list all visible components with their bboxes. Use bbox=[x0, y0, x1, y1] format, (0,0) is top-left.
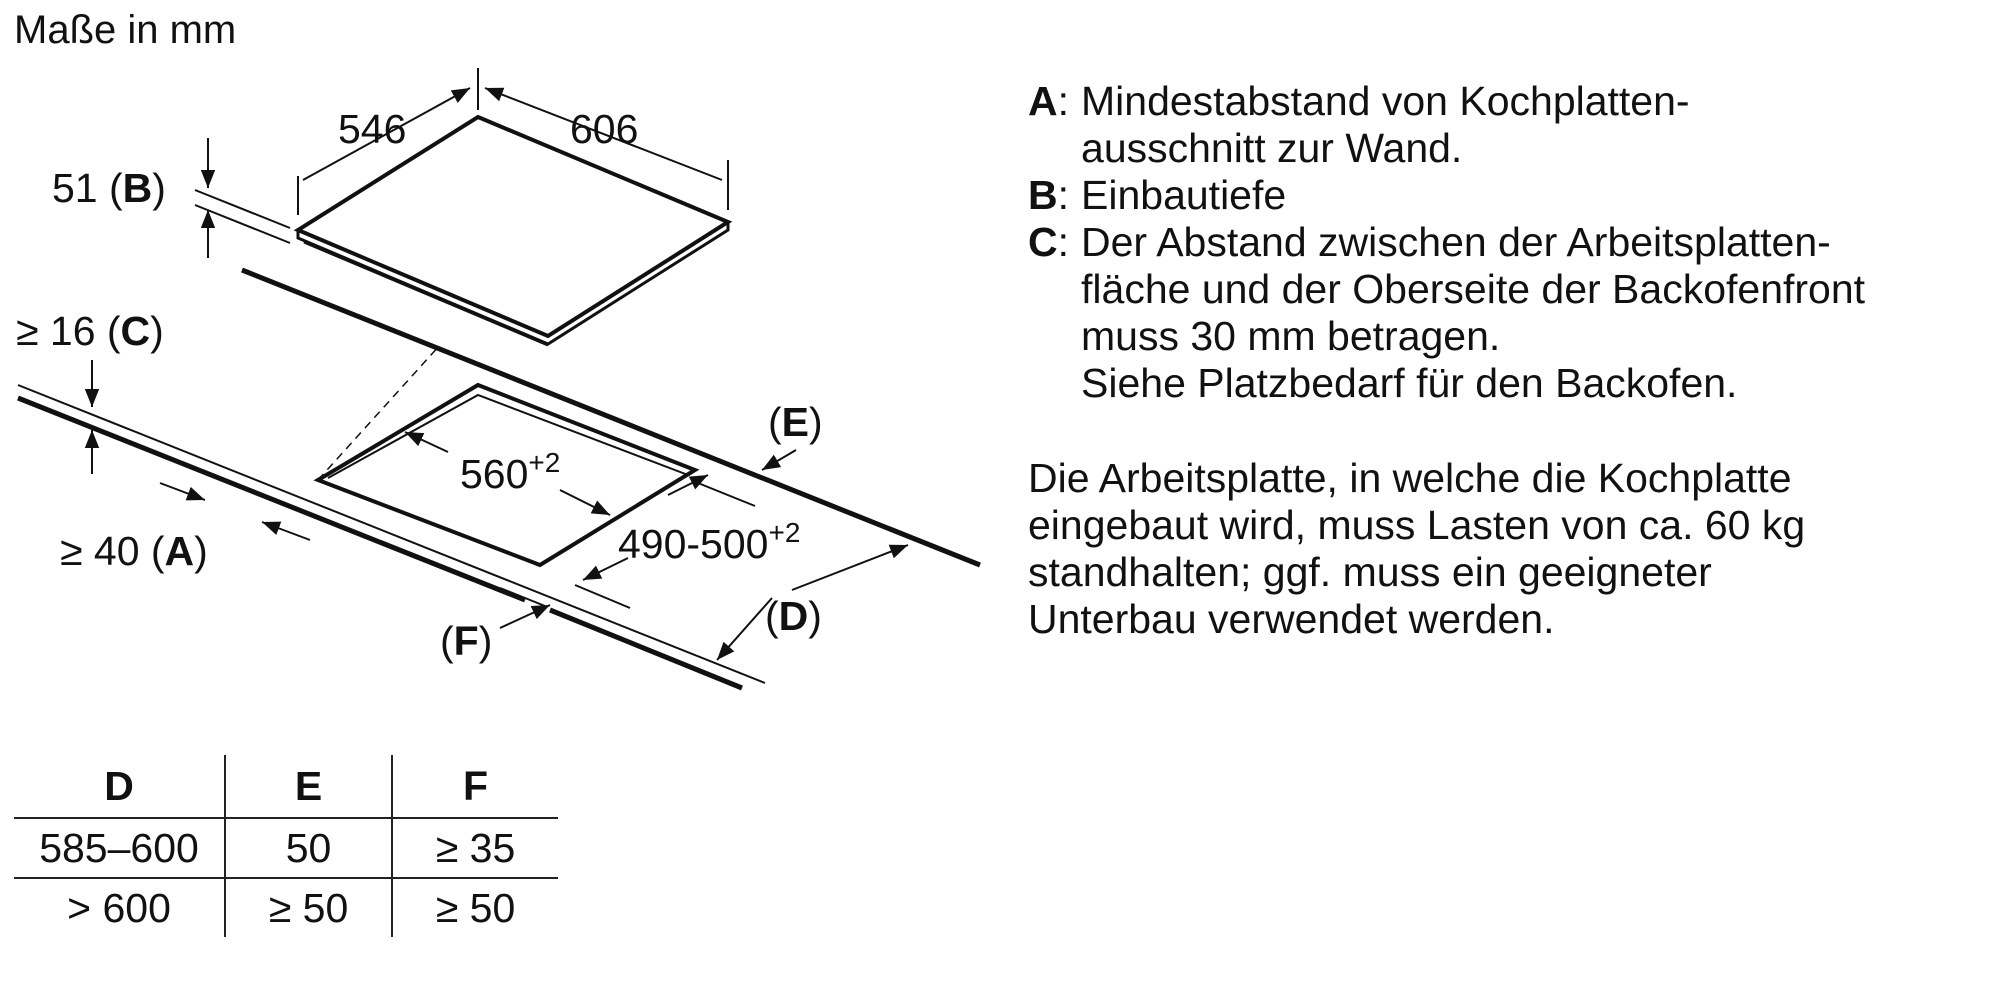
note-line: Unterbau verwendet werden. bbox=[1028, 596, 1555, 642]
table-header: E bbox=[225, 755, 393, 819]
table-row: 585–600 50 ≥ 35 bbox=[14, 818, 558, 879]
rear-edge-line bbox=[241, 267, 981, 568]
hob-drawing bbox=[293, 114, 733, 347]
table-cell: > 600 bbox=[14, 878, 226, 937]
legend-line: muss 30 mm betragen. bbox=[1081, 313, 1501, 359]
legend-key: A bbox=[1028, 78, 1058, 124]
cutout-depth-label: 490-500+2 bbox=[618, 517, 800, 567]
note-line: Die Arbeitsplatte, in welche die Kochpla… bbox=[1028, 455, 1792, 501]
legend-entry-c: C: Der Abstand zwischen der Arbeitsplatt… bbox=[1028, 219, 1866, 406]
dimensions-table: D E F 585–600 50 ≥ 35 > 600 ≥ 50 ≥ 50 bbox=[14, 755, 558, 937]
legend-line: Einbautiefe bbox=[1081, 172, 1287, 218]
note-line: standhalten; ggf. muss ein geeigneter bbox=[1028, 549, 1712, 595]
table-row: > 600 ≥ 50 ≥ 50 bbox=[14, 878, 558, 937]
table-cell: ≥ 50 bbox=[225, 878, 393, 937]
hob-dimension-lines bbox=[194, 68, 729, 258]
legend-key: C bbox=[1028, 219, 1058, 265]
worktop-edges bbox=[17, 360, 766, 691]
worktop-thickness-label: ≥ 16 (C) bbox=[16, 308, 164, 354]
depth-label: 606 bbox=[570, 106, 638, 152]
label-d: (D) bbox=[765, 593, 822, 639]
label-e: (E) bbox=[768, 399, 823, 445]
worktop-note: Die Arbeitsplatte, in welche die Kochpla… bbox=[1028, 455, 1988, 643]
table-header-row: D E F bbox=[14, 755, 558, 819]
table-cell: ≥ 50 bbox=[435, 884, 516, 931]
legend-line: fläche und der Oberseite der Backofenfro… bbox=[1081, 266, 1866, 312]
wall-distance-label: ≥ 40 (A) bbox=[60, 528, 208, 574]
units-title: Maße in mm bbox=[14, 8, 237, 52]
table-cell: ≥ 35 bbox=[392, 818, 558, 879]
legend: A: Mindestabstand von Kochplatten- aussc… bbox=[1028, 78, 1988, 407]
table-cell: 50 bbox=[225, 818, 393, 879]
note-line: eingebaut wird, muss Lasten von ca. 60 k… bbox=[1028, 502, 1806, 548]
width-label: 546 bbox=[338, 106, 406, 152]
table-cell: 585–600 bbox=[14, 818, 226, 879]
table-header: D bbox=[14, 755, 226, 819]
legend-key: B bbox=[1028, 172, 1058, 218]
legend-line: Der Abstand zwischen der Arbeitsplatten- bbox=[1081, 219, 1831, 265]
table-header: F bbox=[392, 755, 558, 819]
legend-line: Mindestabstand von Kochplatten- bbox=[1081, 78, 1690, 124]
cutout-width-label: 560+2 bbox=[460, 447, 560, 497]
thickness-label: 51 (B) bbox=[52, 165, 166, 211]
installation-diagram: 546 606 51 (B) ≥ 16 (C) ≥ 40 (A) (E) (D)… bbox=[16, 68, 981, 691]
legend-entry-a: A: Mindestabstand von Kochplatten- aussc… bbox=[1028, 78, 1690, 171]
legend-line: Siehe Platzbedarf für den Backofen. bbox=[1081, 360, 1738, 406]
label-f: (F) bbox=[440, 618, 492, 664]
legend-entry-b: B: Einbautiefe bbox=[1028, 172, 1287, 218]
cutout-dimension-lines bbox=[159, 431, 909, 661]
legend-line: ausschnitt zur Wand. bbox=[1081, 125, 1463, 171]
cutout-drawing bbox=[313, 344, 700, 568]
